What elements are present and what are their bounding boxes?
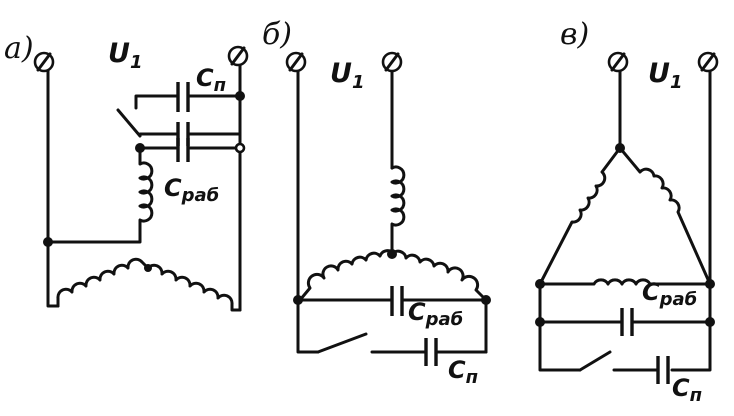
diagram-b-cap-start-label: Cп bbox=[448, 356, 478, 388]
diagram-a-junction-2 bbox=[135, 143, 145, 153]
diagram-c-left-winding bbox=[538, 146, 622, 286]
diagram-a-left-wire bbox=[46, 68, 60, 308]
diagram-c-right-wire bbox=[670, 68, 712, 372]
diagram-b-left-wire bbox=[296, 68, 320, 354]
diagram-c-voltage-label: U1 bbox=[648, 58, 682, 93]
diagram-c-junction-left bbox=[535, 279, 545, 289]
diagram-a-vertical-winding bbox=[46, 146, 154, 244]
diagram-b-terminal-right-slash bbox=[384, 52, 400, 72]
diagram-c-terminal-right-slash bbox=[700, 52, 716, 72]
diagram-a-voltage-label: U1 bbox=[108, 38, 142, 73]
diagram-a-junction-3 bbox=[235, 91, 245, 101]
diagram-c-cap-start-label: Cп bbox=[672, 374, 702, 406]
diagram-b-vertical-winding bbox=[390, 165, 406, 256]
diagram-c-cap-run-label: Cраб bbox=[642, 278, 697, 310]
diagram-c: в) U1 Cраб Cп bbox=[535, 17, 719, 406]
diagram-a-junction-1 bbox=[43, 237, 53, 247]
diagram-b-junction-left bbox=[293, 295, 303, 305]
diagram-a-terminal-left-slash bbox=[36, 52, 52, 72]
diagram-a-cap-run-label: Cраб bbox=[164, 174, 219, 206]
diagram-c-left-bus bbox=[538, 282, 582, 372]
diagram-a-cap-start-label: Cп bbox=[196, 64, 226, 96]
diagram-a-tag: а) bbox=[4, 31, 34, 66]
diagram-c-junction-right bbox=[705, 279, 715, 289]
diagram-c-tag: в) bbox=[560, 17, 589, 52]
diagram-b-tag: б) bbox=[262, 17, 292, 52]
diagram-c-junction-right-mid bbox=[705, 317, 715, 327]
diagram-a-switch bbox=[116, 108, 142, 138]
diagram-c-bottom-winding bbox=[538, 278, 712, 286]
diagram-a-junction-4 bbox=[144, 264, 152, 272]
diagram-a: а) U1 Cп Cраб bbox=[4, 31, 249, 312]
diagram-b-switch bbox=[316, 332, 368, 354]
diagram-a-terminal-right-slash bbox=[230, 46, 246, 66]
diagram-b-terminal-left-slash bbox=[288, 52, 304, 72]
diagram-c-right-winding bbox=[618, 146, 712, 286]
diagram-b-cap-run-label: Cраб bbox=[408, 298, 463, 330]
diagram-a-cap-start-wire-left bbox=[134, 94, 180, 110]
diagram-c-switch bbox=[578, 350, 612, 372]
diagram-c-junction-top bbox=[615, 143, 625, 153]
diagram-c-terminal-left-slash bbox=[610, 52, 626, 72]
diagram-c-junction-left-mid bbox=[535, 317, 545, 327]
diagram-a-open-node bbox=[234, 142, 246, 154]
diagram-b: б) U1 Cраб Cп bbox=[262, 17, 491, 388]
diagram-b-junction-right bbox=[481, 295, 491, 305]
diagram-b-voltage-label: U1 bbox=[330, 58, 364, 93]
diagram-b-junction-top bbox=[387, 249, 397, 259]
